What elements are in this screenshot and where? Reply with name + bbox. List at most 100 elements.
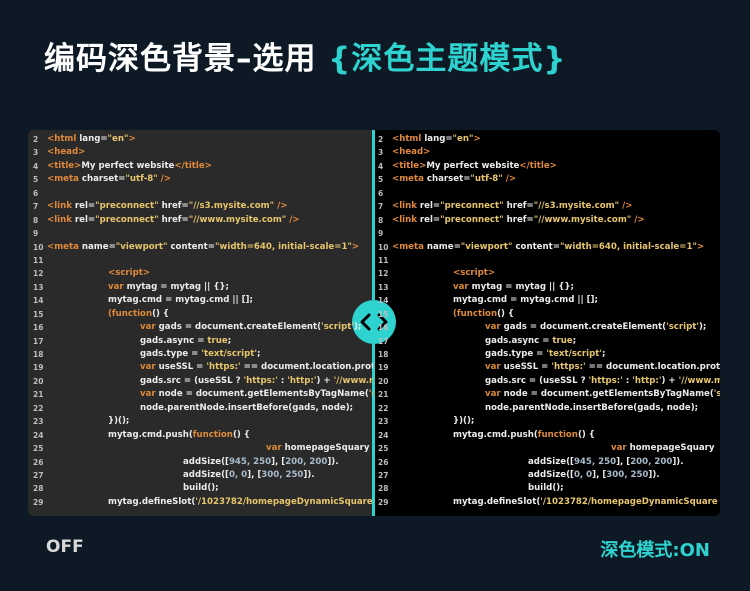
code-token: var bbox=[140, 389, 159, 400]
line-number: 10 bbox=[33, 242, 44, 252]
line-number: 14 bbox=[378, 296, 389, 306]
code-token: 0, 0 bbox=[228, 469, 248, 480]
code-token: mytag.cmd.push( bbox=[108, 429, 193, 440]
line-number: 17 bbox=[33, 336, 44, 346]
code-token: name= bbox=[426, 241, 461, 252]
comparison-slider-handle[interactable] bbox=[352, 300, 396, 344]
code-panel-dark-on: 2<html lang="en">3<head>4<title>My perfe… bbox=[373, 130, 720, 516]
code-token: '//www.m bbox=[678, 375, 720, 386]
code-token: useSSL = bbox=[158, 362, 207, 373]
code-token: My perfect website bbox=[426, 160, 520, 171]
code-token: href= bbox=[158, 201, 189, 212]
code-token: var bbox=[266, 443, 285, 454]
line-number: 20 bbox=[378, 376, 389, 386]
code-token: "utf-8" bbox=[470, 174, 503, 185]
code-text: mytag.cmd = mytag.cmd || []; bbox=[108, 294, 253, 307]
code-token: <link bbox=[392, 201, 420, 212]
code-text: var useSSL = 'https:' == document.locati… bbox=[140, 361, 373, 374]
code-token: 0, 0 bbox=[573, 469, 593, 480]
code-text: <script> bbox=[108, 267, 150, 280]
code-token: rel= bbox=[419, 201, 441, 212]
code-token: rel= bbox=[74, 214, 96, 225]
line-number: 16 bbox=[33, 323, 44, 333]
line-number: 9 bbox=[378, 229, 384, 239]
line-number: 5 bbox=[378, 175, 384, 185]
code-token: "en" bbox=[452, 134, 474, 144]
code-line: 5<meta charset="utf-8" /> bbox=[373, 173, 720, 186]
code-text: build(); bbox=[528, 482, 564, 495]
code-token: "utf-8" bbox=[125, 174, 158, 185]
code-token: /> bbox=[274, 201, 288, 212]
code-token: gads.src = (useSSL ? bbox=[485, 375, 589, 386]
code-token: /> bbox=[502, 174, 517, 185]
line-number: 21 bbox=[378, 390, 389, 400]
code-text: var gads = document.createElement('scrip… bbox=[140, 321, 361, 334]
code-token: var bbox=[611, 443, 630, 454]
code-token: (function bbox=[108, 308, 153, 319]
code-token: ); bbox=[698, 322, 707, 333]
code-token: var bbox=[140, 322, 159, 333]
code-text: gads.src = (useSSL ? 'https:' : 'http:')… bbox=[140, 375, 373, 388]
code-token: <title> bbox=[392, 160, 427, 171]
code-token: <meta bbox=[47, 241, 82, 252]
code-line: 24 mytag.cmd.push(function() { bbox=[373, 429, 720, 442]
code-token: ; bbox=[602, 349, 606, 359]
code-line: 8<link rel="preconnect" href="//www.mysi… bbox=[373, 214, 720, 227]
code-text: gads.async = true; bbox=[140, 335, 231, 348]
code-token: gads.src = (useSSL ? bbox=[140, 375, 244, 386]
code-text: <html lang="en"> bbox=[47, 133, 136, 146]
code-token: (function bbox=[453, 308, 498, 319]
line-number: 26 bbox=[33, 457, 44, 467]
code-token: node = document.getElementsByTagName( bbox=[503, 389, 714, 400]
code-token: <script> bbox=[108, 268, 151, 279]
code-text: <link rel="preconnect" href="//www.mysit… bbox=[392, 214, 645, 227]
code-token: <script> bbox=[453, 268, 496, 279]
code-token: true bbox=[552, 335, 573, 346]
line-number: 13 bbox=[378, 282, 389, 292]
code-token: ], [ bbox=[616, 456, 631, 467]
code-token: 945, 250 bbox=[228, 456, 272, 467]
code-token: mytag.cmd = mytag.cmd || []; bbox=[453, 295, 598, 306]
code-text: mytag.cmd.push(function() { bbox=[453, 429, 595, 442]
code-token: <meta bbox=[392, 241, 427, 252]
code-token: 'text/script' bbox=[546, 349, 603, 359]
line-number: 29 bbox=[33, 497, 44, 507]
code-token: mytag.defineSlot( bbox=[108, 496, 196, 507]
code-token: "viewport" bbox=[115, 241, 168, 252]
code-token: "//www.mysite.com" bbox=[188, 214, 287, 225]
code-token: node.parentNode.insertBefore(gads, node)… bbox=[140, 402, 354, 413]
code-token: ]). bbox=[648, 469, 660, 480]
code-token: "width=640, initial-scale=1" bbox=[559, 241, 697, 252]
off-label: OFF bbox=[46, 537, 84, 557]
code-token: })(); bbox=[108, 416, 130, 427]
code-token: () { bbox=[152, 308, 170, 319]
code-token: ) + bbox=[316, 375, 334, 386]
code-token: gads.async = bbox=[485, 335, 553, 346]
code-text: gads.src = (useSSL ? 'https:' : 'http:')… bbox=[485, 375, 720, 388]
code-line: 4<title>My perfect website</title> bbox=[28, 160, 373, 173]
code-line: 17 gads.async = true; bbox=[28, 335, 373, 348]
line-number: 3 bbox=[33, 148, 39, 158]
code-token: '/1023782/homepageDynamicSquare bbox=[540, 496, 718, 507]
code-token: var bbox=[485, 362, 504, 373]
line-number: 24 bbox=[378, 430, 389, 440]
code-text: var node = document.getElementsByTagName… bbox=[485, 388, 720, 401]
code-token: var bbox=[485, 389, 504, 400]
code-token: mytag.defineSlot( bbox=[453, 496, 541, 507]
code-token: 300, 250 bbox=[606, 469, 649, 480]
line-number: 5 bbox=[33, 175, 39, 185]
line-number: 6 bbox=[33, 188, 39, 198]
code-token: 'text/script' bbox=[201, 349, 258, 359]
line-number: 15 bbox=[378, 309, 389, 319]
code-token: homepageSquary bbox=[284, 443, 370, 454]
code-token: ) + bbox=[661, 375, 679, 386]
code-line: 7<link rel="preconnect" href="//s3.mysit… bbox=[28, 200, 373, 213]
code-token: <head> bbox=[392, 147, 431, 158]
code-line: 15(function() { bbox=[28, 308, 373, 321]
line-number: 26 bbox=[378, 457, 389, 467]
code-token: <link bbox=[47, 201, 75, 212]
